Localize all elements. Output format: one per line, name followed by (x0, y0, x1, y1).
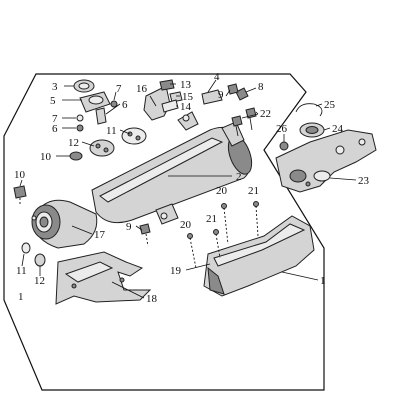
label-12-a: 12 (68, 137, 79, 149)
label-1-b: 1 (18, 291, 24, 303)
label-8: 8 (258, 81, 264, 93)
label-16: 16 (136, 83, 148, 95)
clamp-cluster (143, 79, 183, 121)
label-24: 24 (332, 123, 344, 135)
side-heat-shield (203, 215, 315, 297)
label-7-b: 7 (52, 113, 58, 125)
label-18: 18 (146, 293, 158, 305)
label-20-a: 20 (216, 185, 228, 197)
gasket-12-left (34, 253, 46, 267)
leader-lines (19, 79, 357, 299)
label-9-a: 9 (218, 89, 224, 101)
label-21-a: 21 (248, 185, 259, 197)
label-26: 26 (276, 123, 288, 135)
label-25: 25 (324, 99, 336, 111)
label-6-a: 6 (122, 99, 128, 111)
label-1-a: 1 (320, 275, 326, 287)
bushing-24 (299, 122, 325, 138)
bolt-left (13, 185, 27, 206)
washer-26 (279, 141, 289, 151)
label-9-b: 9 (126, 221, 132, 233)
label-19: 19 (170, 265, 182, 277)
lower-heat-shield (55, 251, 152, 305)
label-11-b: 11 (16, 265, 27, 277)
end-cap (31, 199, 98, 249)
screw-20-21-set (187, 201, 259, 269)
label-10-b: 10 (14, 169, 26, 181)
washer-11-left (21, 242, 31, 254)
label-15: 15 (182, 91, 194, 103)
label-14: 14 (180, 101, 192, 113)
label-10-a: 10 (40, 151, 52, 163)
label-6-b: 6 (52, 123, 58, 135)
label-2: 2 (236, 171, 242, 183)
label-11-a: 11 (106, 125, 117, 137)
label-4: 4 (214, 71, 220, 83)
muffler-body (91, 111, 253, 225)
label-13: 13 (180, 79, 192, 91)
circlip-25 (295, 103, 323, 117)
top-left-parts (73, 79, 118, 132)
upper-bracket (201, 83, 249, 105)
bolt-9-lower (139, 223, 151, 247)
gaskets-11-12 (69, 127, 147, 161)
label-21-b: 21 (206, 213, 217, 225)
label-5: 5 (50, 95, 56, 107)
label-20-b: 20 (180, 219, 192, 231)
label-17: 17 (94, 229, 106, 241)
muffler-bracket (275, 129, 377, 193)
label-22: 22 (260, 108, 271, 120)
assembly-frame (3, 73, 325, 391)
label-23: 23 (358, 175, 370, 187)
label-7-a: 7 (116, 83, 122, 95)
label-3: 3 (52, 81, 58, 93)
label-12-b: 12 (34, 275, 45, 287)
